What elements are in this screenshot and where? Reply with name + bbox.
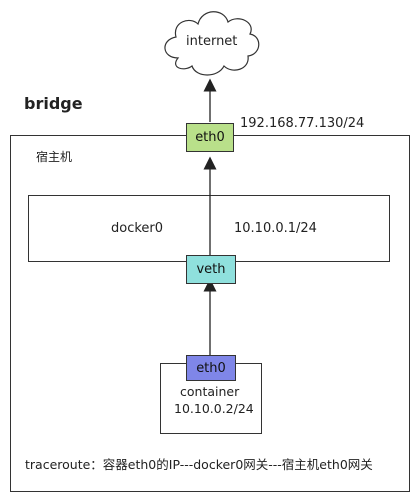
container-ip-label: 10.10.0.2/24 <box>174 401 254 416</box>
veth-tag: veth <box>186 255 236 284</box>
diagram-title: bridge <box>24 94 83 113</box>
host-eth0-tag: eth0 <box>186 123 234 152</box>
traceroute-note: traceroute：容器eth0的IP---docker0网关---宿主机et… <box>25 457 373 472</box>
cloud-label: internet <box>186 34 238 49</box>
docker0-label: docker0 <box>111 221 164 236</box>
container-eth0-tag: eth0 <box>186 355 236 381</box>
docker0-box <box>28 195 390 262</box>
host-ip-label: 192.168.77.130/24 <box>240 116 365 131</box>
container-label: container <box>180 384 240 399</box>
docker0-ip-label: 10.10.0.1/24 <box>234 221 317 236</box>
host-label: 宿主机 <box>36 150 73 164</box>
internet-cloud-icon <box>164 11 260 76</box>
